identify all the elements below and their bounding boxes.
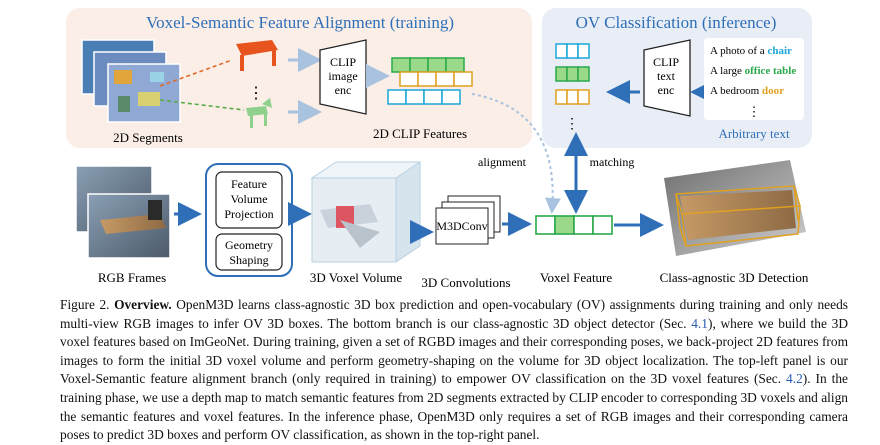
training-panel-title: Voxel-Semantic Feature Alignment (traini… <box>146 13 454 32</box>
figure-caption: Figure 2. Overview. OpenM3D learns class… <box>60 296 848 445</box>
detection-result <box>664 160 806 256</box>
clip-image-encoder <box>319 39 367 115</box>
detection-label: Class-agnostic 3D Detection <box>660 270 809 285</box>
svg-text:Geometry: Geometry <box>225 238 273 252</box>
inference-feature-column: ⋮ <box>555 43 590 132</box>
segment-images <box>81 39 181 123</box>
svg-text:Projection: Projection <box>224 207 273 221</box>
m3dconv-block <box>435 195 501 245</box>
svg-text:Feature: Feature <box>231 177 267 191</box>
voxel-feature-row <box>535 215 613 235</box>
svg-text:text: text <box>657 69 676 83</box>
svg-text:CLIP: CLIP <box>653 55 679 69</box>
clip-text-encoder <box>643 39 691 117</box>
section-ref-2[interactable]: 4.2 <box>786 371 803 387</box>
convolutions-label: 3D Convolutions <box>421 275 510 290</box>
svg-text:⋮: ⋮ <box>248 85 264 102</box>
alignment-label: alignment <box>478 155 527 169</box>
svg-text:enc: enc <box>335 83 352 97</box>
clip-features-stack <box>387 57 473 105</box>
caption-part3: ). In the training phase, we use a depth… <box>60 371 848 443</box>
arbitrary-text-label: Arbitrary text <box>718 126 790 141</box>
clip-features-label: 2D CLIP Features <box>373 126 467 141</box>
caption-bold: Overview. <box>114 297 172 312</box>
caption-part1: OpenM3D learns class-agnostic 3D box pre… <box>60 297 848 331</box>
feature-volume-projection-box <box>215 171 283 229</box>
svg-text:A photo of a chair: A photo of a chair <box>710 45 792 57</box>
svg-text:enc: enc <box>658 83 675 97</box>
prompt-box <box>704 38 804 120</box>
section-ref-1[interactable]: 4.1 <box>691 315 708 331</box>
rgb-frames-label: RGB Frames <box>98 270 166 285</box>
inference-panel-title: OV Classification (inference) <box>576 13 777 32</box>
caption-label: Figure 2. <box>60 297 110 312</box>
rgb-frames <box>75 165 171 259</box>
voxel-volume-label: 3D Voxel Volume <box>310 270 402 285</box>
svg-text:A bedroom door: A bedroom door <box>710 85 784 97</box>
voxel-volume-cube <box>310 161 422 263</box>
geometry-shaping-box <box>215 233 283 271</box>
segment-objects: ⋮ <box>236 40 278 128</box>
m3dconv-label: M3DConv <box>436 219 487 233</box>
svg-text:⋮: ⋮ <box>565 117 579 132</box>
svg-text:Volume: Volume <box>230 192 267 206</box>
caption-part2: ), where we build the 3D voxel features … <box>60 315 848 387</box>
overview-figure: Voxel-Semantic Feature Alignment (traini… <box>66 8 812 290</box>
voxel-feature-label: Voxel Feature <box>540 270 613 285</box>
svg-text:A large office table: A large office table <box>710 65 796 77</box>
segments-label: 2D Segments <box>113 130 183 145</box>
training-panel <box>66 8 532 148</box>
svg-text:CLIP: CLIP <box>330 55 356 69</box>
svg-text:Shaping: Shaping <box>229 253 268 267</box>
matching-label: matching <box>590 155 635 169</box>
svg-text:image: image <box>328 69 357 83</box>
svg-text:⋮: ⋮ <box>748 104 761 119</box>
